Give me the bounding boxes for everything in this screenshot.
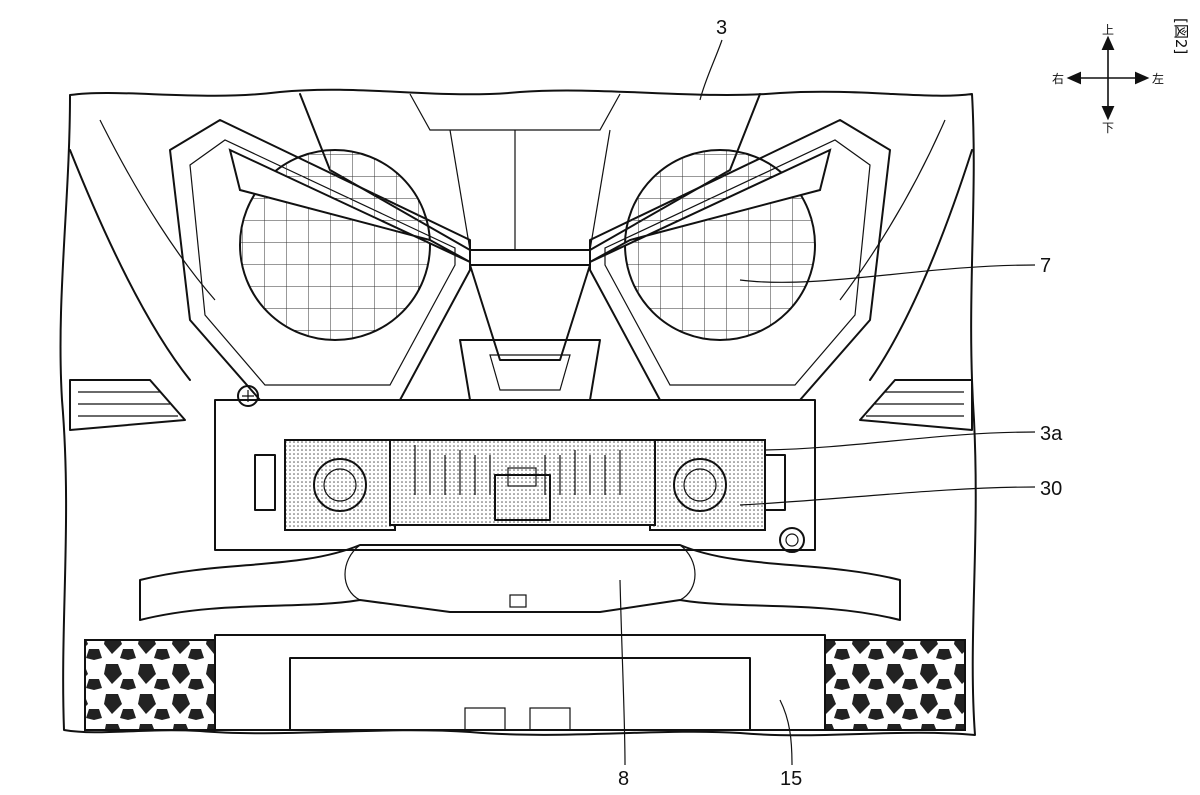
- callout-3: 3: [716, 17, 727, 39]
- center-nose: [469, 264, 591, 361]
- leader-30: [739, 486, 1036, 506]
- compass-up: 上: [1102, 23, 1114, 37]
- right-radiator-grille: [824, 639, 966, 731]
- figure-title: [図2]: [1172, 18, 1190, 54]
- callout-30: 30: [1040, 478, 1062, 500]
- compass-right: 左: [1152, 71, 1164, 86]
- leader-3a: [764, 431, 1036, 451]
- callout-3a: 3a: [1040, 423, 1063, 445]
- left-headlight-frame: [169, 119, 471, 401]
- right-side-vent: [859, 379, 973, 431]
- leader-7: [739, 264, 1036, 283]
- leader-8: [619, 579, 626, 766]
- mounting-bracket: [214, 399, 816, 551]
- cross-pipe: [139, 544, 901, 621]
- left-side-vent: [69, 379, 186, 431]
- right-headlight-frame: [589, 119, 891, 401]
- callout-15: 15: [780, 768, 802, 790]
- left-radiator-grille: [84, 639, 216, 731]
- ecu-unit: [254, 439, 786, 531]
- direction-compass: 上 下 右 左: [1052, 23, 1164, 135]
- leader-15: [779, 699, 793, 766]
- callout-8: 8: [618, 768, 629, 790]
- drawing-boundary: [59, 88, 977, 737]
- callout-7: 7: [1040, 255, 1051, 277]
- leader-3: [699, 39, 723, 101]
- compass-down: 下: [1102, 121, 1114, 135]
- lower-unit: [214, 634, 826, 731]
- compass-left: 右: [1052, 71, 1064, 86]
